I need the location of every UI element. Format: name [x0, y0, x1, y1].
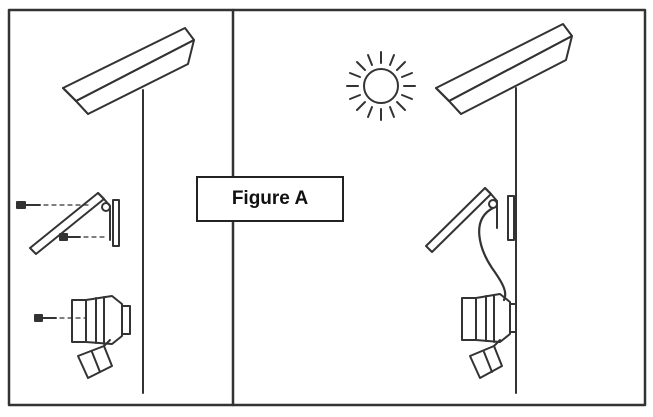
outer-frame: [7, 8, 647, 407]
left-screw-light: [34, 314, 87, 322]
connecting-cable: [478, 206, 507, 302]
left-screw-upper: [16, 201, 93, 209]
sun-icon: [346, 51, 416, 121]
right-panel-bracket: [425, 187, 515, 253]
left-panel-bracket: [29, 192, 120, 255]
right-solar-panel: [435, 23, 573, 115]
right-flood-light: [461, 293, 517, 379]
left-screw-lower: [59, 233, 109, 241]
left-solar-panel: [62, 27, 195, 115]
figure-label: Figure A: [196, 176, 344, 222]
left-flood-light: [71, 295, 131, 379]
